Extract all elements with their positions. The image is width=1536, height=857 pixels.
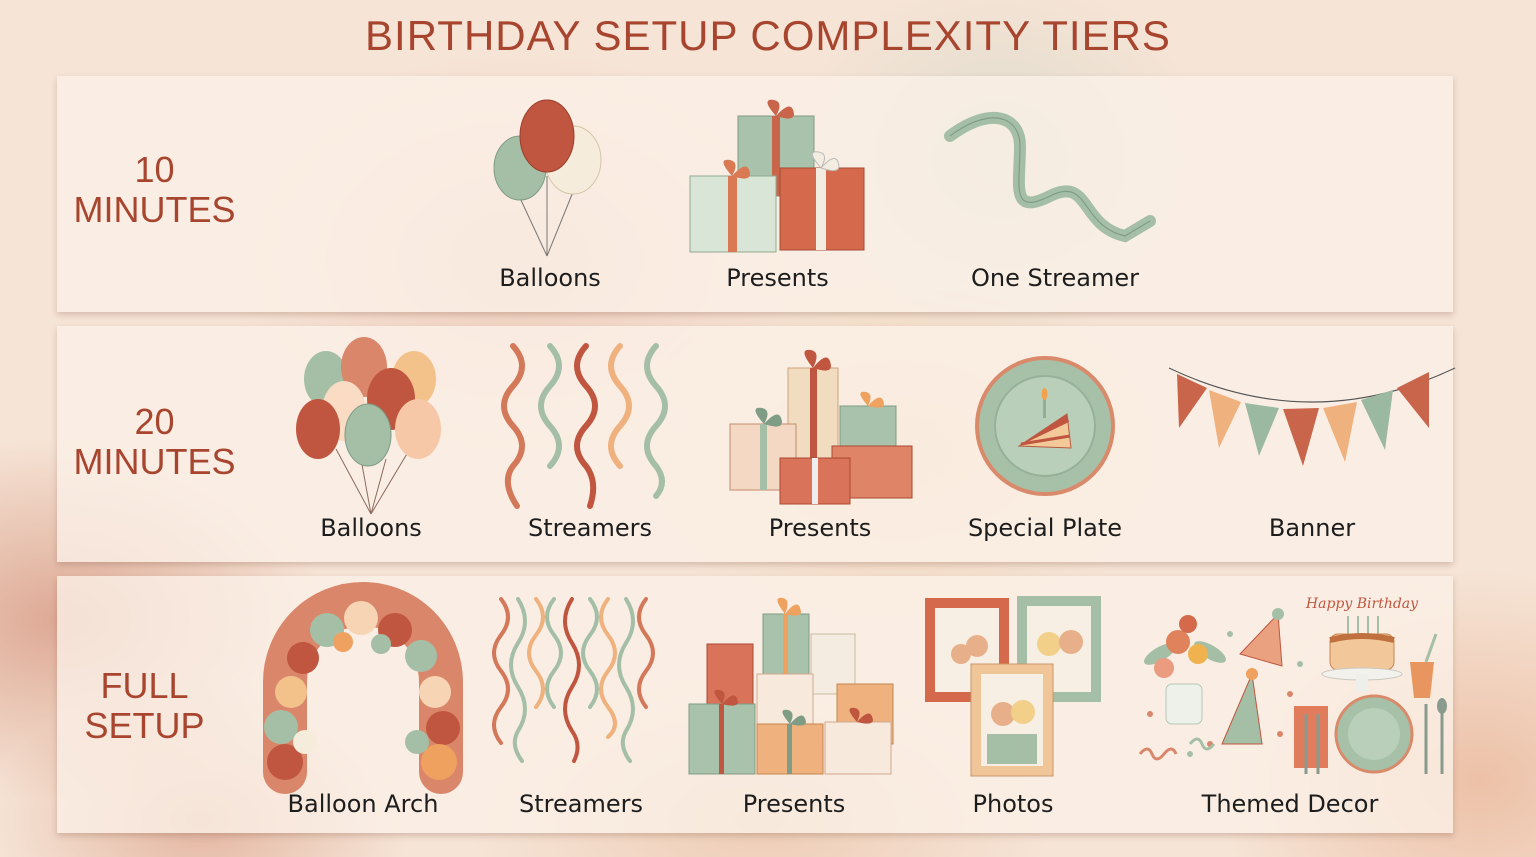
bunting-banner-icon xyxy=(1167,336,1457,516)
tier-label: 10 MINUTES xyxy=(57,150,252,230)
item-label: Presents xyxy=(768,514,872,542)
item-special-plate: Special Plate xyxy=(968,326,1122,562)
item-label: Themed Decor xyxy=(1201,790,1379,818)
item-balloons: Balloons xyxy=(295,326,447,562)
streamer-icon xyxy=(944,86,1160,266)
item-presents: Presents xyxy=(685,576,903,833)
item-banner: Banner xyxy=(1167,326,1457,562)
page-title: BIRTHDAY SETUP COMPLEXITY TIERS xyxy=(365,12,1171,59)
tier-label-line2: SETUP xyxy=(84,705,205,746)
item-balloon-arch: Balloon Arch xyxy=(257,576,469,833)
item-label: Balloon Arch xyxy=(287,790,439,818)
cake-topper-text: Happy Birthday xyxy=(1305,596,1419,612)
item-label: Photos xyxy=(972,790,1054,818)
tier-label-line2: MINUTES xyxy=(73,189,236,230)
tier-label-line1: 20 xyxy=(134,401,175,442)
tier-panel-full-setup: FULL SETUP Balloon Arch xyxy=(57,576,1453,833)
item-themed-decor: Happy Birthday Themed Decor xyxy=(1125,576,1455,833)
item-presents: Presents xyxy=(725,326,915,562)
tier-label-line1: 10 xyxy=(134,149,175,190)
item-streamers: Streamers xyxy=(500,326,673,562)
cake-plate-icon xyxy=(970,336,1120,516)
item-balloons: Balloons xyxy=(480,76,620,312)
tier-label: 20 MINUTES xyxy=(57,402,252,482)
item-label: Banner xyxy=(1268,514,1356,542)
balloons-icon xyxy=(480,86,620,266)
presents-icon xyxy=(685,86,870,266)
item-label: Presents xyxy=(742,790,846,818)
themed-decor-icon: Happy Birthday xyxy=(1125,586,1455,787)
item-label: Special Plate xyxy=(967,514,1123,542)
streamers-icon xyxy=(500,336,673,516)
tier-panel-10-minutes: 10 MINUTES Balloons xyxy=(57,76,1453,312)
tier-label-line1: FULL xyxy=(100,665,189,706)
balloon-arch-icon xyxy=(257,581,469,794)
presents-stack-icon xyxy=(725,336,915,516)
streamers-many-icon xyxy=(492,586,668,787)
item-label: One Streamer xyxy=(971,264,1139,292)
item-one-streamer: One Streamer xyxy=(944,76,1160,312)
item-label: Balloons xyxy=(499,264,601,292)
presents-pile-icon xyxy=(685,586,903,787)
item-photos: Photos xyxy=(919,576,1107,833)
item-streamers: Streamers xyxy=(492,576,668,833)
balloon-bunch-icon xyxy=(295,336,447,516)
item-label: Balloons xyxy=(320,514,422,542)
item-presents: Presents xyxy=(685,76,870,312)
tier-label-line2: MINUTES xyxy=(73,441,236,482)
item-label: Streamers xyxy=(519,790,643,818)
item-label: Streamers xyxy=(528,514,652,542)
item-label: Presents xyxy=(726,264,829,292)
tier-panel-20-minutes: 20 MINUTES Balloons xyxy=(57,326,1456,562)
tier-label: FULL SETUP xyxy=(57,666,232,746)
photo-frames-icon xyxy=(919,586,1107,787)
